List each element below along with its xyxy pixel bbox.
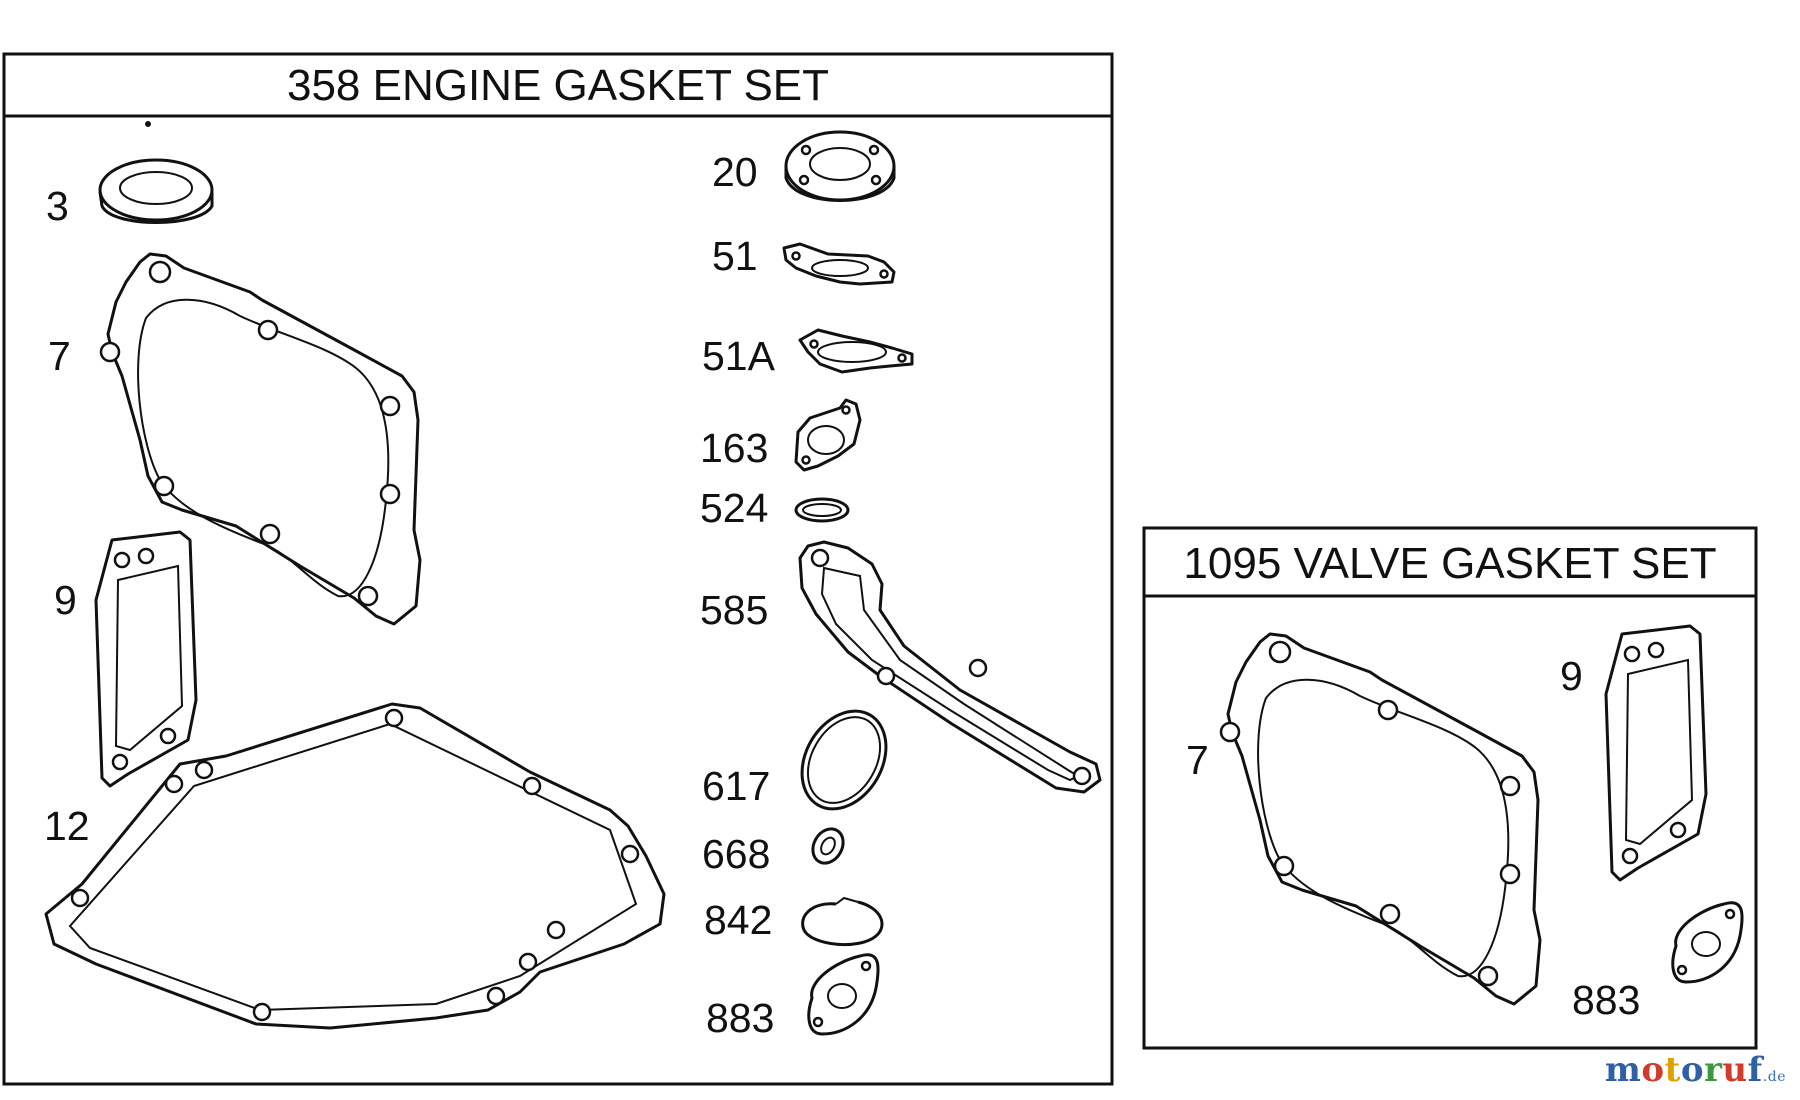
watermark-letter: o bbox=[1680, 1050, 1704, 1090]
valve-label-part-883: 883 bbox=[1572, 977, 1640, 1023]
valve-part-9-rocker-cover-gasket bbox=[1604, 624, 1708, 882]
label-part-163: 163 bbox=[700, 425, 768, 471]
part-617-o-ring bbox=[800, 709, 888, 811]
part-12-crankcase-gasket bbox=[44, 702, 666, 1030]
watermark-logo: motoruf.de bbox=[1605, 1050, 1786, 1090]
watermark-letter: r bbox=[1704, 1050, 1723, 1090]
valve-part-883-flange-gasket bbox=[1671, 901, 1744, 984]
label-part-51: 51 bbox=[712, 233, 758, 279]
watermark-letter: f bbox=[1747, 1050, 1763, 1090]
watermark-letter: m bbox=[1604, 1050, 1642, 1090]
part-842-ring bbox=[801, 896, 884, 947]
engine-set-title: 358 ENGINE GASKET SET bbox=[287, 61, 829, 110]
part-3-oil-seal bbox=[98, 158, 214, 224]
part-524-o-ring bbox=[794, 497, 850, 523]
valve-label-part-7: 7 bbox=[1186, 737, 1209, 783]
label-part-617: 617 bbox=[702, 763, 770, 809]
watermark-suffix: .de bbox=[1762, 1069, 1786, 1085]
valve-set-title: 1095 VALVE GASKET SET bbox=[1183, 539, 1716, 588]
label-part-668: 668 bbox=[702, 831, 770, 877]
label-part-12: 12 bbox=[44, 803, 90, 849]
part-20-seal bbox=[784, 130, 896, 202]
part-585-gasket bbox=[798, 540, 1102, 794]
watermark-letter: u bbox=[1722, 1050, 1748, 1090]
watermark-letter: o bbox=[1641, 1050, 1665, 1090]
stray-dot bbox=[145, 121, 151, 127]
part-9-rocker-cover-gasket bbox=[94, 530, 198, 788]
label-part-842: 842 bbox=[704, 897, 772, 943]
label-part-3: 3 bbox=[46, 183, 69, 229]
label-part-883: 883 bbox=[706, 995, 774, 1041]
label-part-51a: 51A bbox=[702, 333, 776, 379]
valve-label-part-9: 9 bbox=[1560, 653, 1583, 699]
part-51a-intake-gasket bbox=[798, 328, 914, 374]
label-part-20: 20 bbox=[712, 149, 758, 195]
part-51-intake-gasket bbox=[782, 242, 896, 286]
part-7-head-gasket bbox=[99, 252, 422, 626]
label-part-524: 524 bbox=[700, 485, 768, 531]
valve-part-7-head-gasket bbox=[1219, 632, 1542, 1006]
label-part-7: 7 bbox=[48, 333, 71, 379]
label-part-585: 585 bbox=[700, 587, 768, 633]
watermark-text: motoruf bbox=[1605, 1050, 1763, 1090]
valve-gasket-set-panel: 1095 VALVE GASKET SET 7 9 883 bbox=[1142, 526, 1758, 1050]
part-883-flange-gasket bbox=[807, 953, 880, 1036]
watermark-letter: t bbox=[1664, 1050, 1681, 1090]
engine-gasket-set-panel: 358 ENGINE GASKET SET 3 7 9 bbox=[2, 52, 1114, 1086]
label-part-9: 9 bbox=[54, 577, 77, 623]
part-163-gasket bbox=[794, 398, 862, 472]
part-668-washer bbox=[811, 827, 845, 865]
